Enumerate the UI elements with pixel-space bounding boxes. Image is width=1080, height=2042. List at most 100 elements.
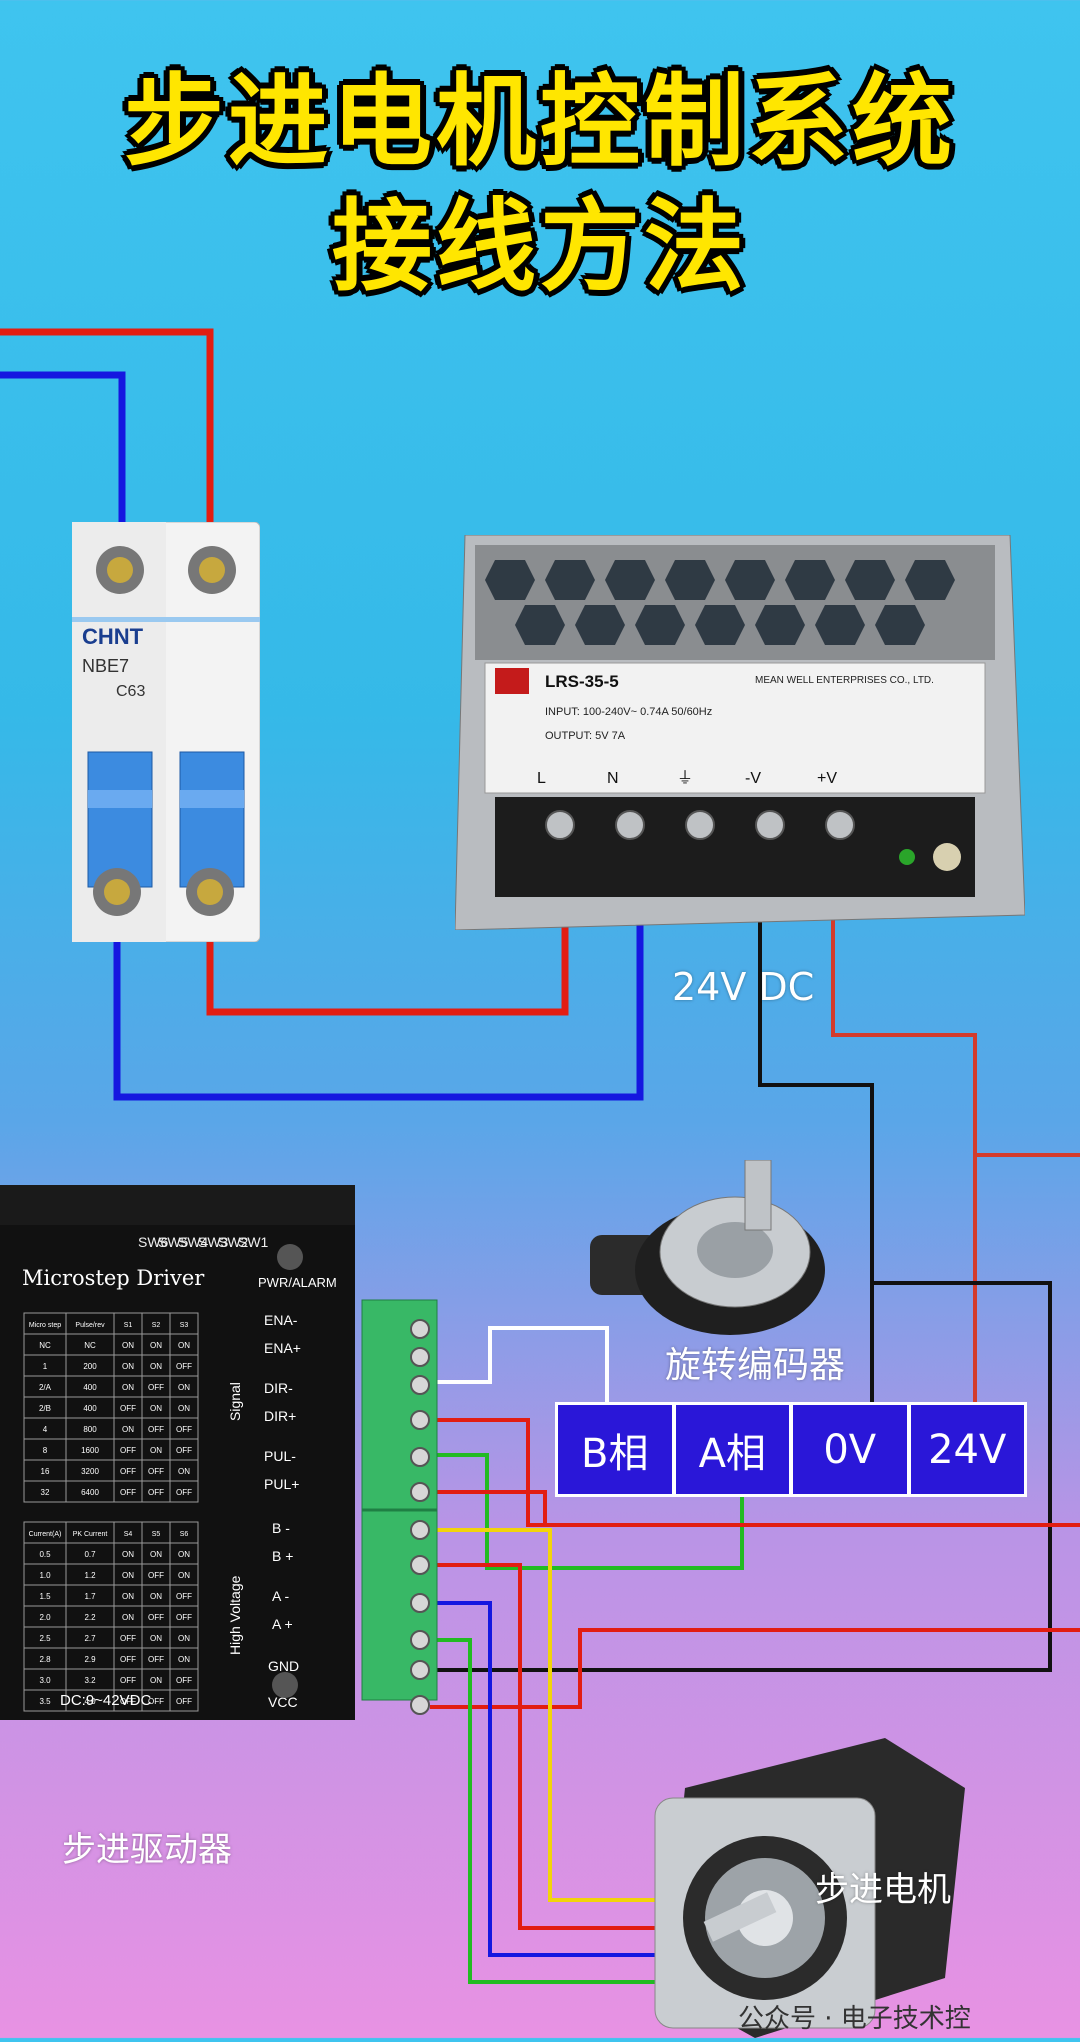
current-table-cell: 1.0 <box>39 1571 51 1580</box>
terminal-label-ena-plus: ENA+ <box>264 1340 301 1356</box>
microstep-table-cell: S2 <box>152 1322 161 1329</box>
circuit-breaker: CHNT NBE7 C63 <box>71 521 261 946</box>
current-table-cell: S6 <box>180 1531 189 1538</box>
current-table-cell: OFF <box>176 1676 192 1685</box>
psu-0v-wire <box>758 848 874 1405</box>
microstep-table-cell: ON <box>150 1446 162 1455</box>
current-table-cell: S4 <box>124 1531 133 1538</box>
psu-model: LRS-35-5 <box>545 672 619 691</box>
encoder-b-phase-cell: B相 <box>558 1405 672 1494</box>
current-table-cell: ON <box>150 1676 162 1685</box>
microstep-table-cell: 4 <box>43 1425 48 1434</box>
current-table-cell: Current(A) <box>29 1531 62 1538</box>
current-table-cell: OFF <box>120 1655 136 1664</box>
microstep-table-cell: ON <box>122 1425 134 1434</box>
current-table-cell: ON <box>178 1550 190 1559</box>
title-line-2: 接线方法 <box>332 188 748 305</box>
current-table-cell: OFF <box>120 1634 136 1643</box>
microstep-table-cell: 400 <box>83 1383 97 1392</box>
current-table-cell: OFF <box>148 1571 164 1580</box>
current-table-cell: OFF <box>148 1613 164 1622</box>
microstep-table-cell: 1 <box>43 1362 48 1371</box>
driver-label: 步进驱动器 <box>62 1830 232 1870</box>
current-table-cell: ON <box>150 1550 162 1559</box>
current-table-cell: 4.0 <box>84 1697 96 1706</box>
current-table-cell: OFF <box>120 1676 136 1685</box>
microstep-table-cell: OFF <box>176 1425 192 1434</box>
microstep-table-cell: OFF <box>148 1383 164 1392</box>
microstep-table-cell: 800 <box>83 1425 97 1434</box>
current-table-cell: OFF <box>176 1592 192 1601</box>
coil-b-plus-wire <box>430 1563 655 1930</box>
driver-dc-range: DC:9~42VDC <box>60 1692 151 1709</box>
encoder-24v-cell: 24V <box>910 1405 1024 1494</box>
driver-sw-label-4: SW4 <box>178 1234 209 1250</box>
microstep-table-cell: 2/A <box>39 1383 52 1392</box>
power-supply: LRS-35-5 MEAN WELL ENTERPRISES CO., LTD.… <box>454 534 1026 934</box>
microstep-table-cell: ON <box>122 1341 134 1350</box>
microstep-table-cell: Pulse/rev <box>75 1322 105 1329</box>
microstep-table-cell: ON <box>122 1362 134 1371</box>
current-table-cell: 1.7 <box>84 1592 96 1601</box>
encoder-a-phase-cell: A相 <box>675 1405 789 1494</box>
coil-b-minus-wire <box>430 1528 655 1902</box>
encoder-a-wire <box>430 1453 744 1570</box>
psu-input: INPUT: 100-240V~ 0.74A 50/60Hz <box>545 706 712 718</box>
microstep-table-cell: ON <box>178 1383 190 1392</box>
current-table-cell: ON <box>122 1592 134 1601</box>
microstep-table-cell: OFF <box>148 1467 164 1476</box>
current-table-cell: ON <box>178 1571 190 1580</box>
terminal-label-gnd: GND <box>268 1658 299 1674</box>
current-table-cell: PK Current <box>73 1531 108 1538</box>
terminal-label-a-minus: A - <box>272 1588 289 1604</box>
current-table-cell: OFF <box>148 1655 164 1664</box>
dc-label: 24V DC <box>672 965 815 1009</box>
microstep-table-cell: ON <box>178 1341 190 1350</box>
dir-plus-wire <box>430 1418 1080 1527</box>
microstep-table-cell: 8 <box>43 1446 48 1455</box>
driver-sw-label-3: SW3 <box>198 1234 229 1250</box>
title-line-1: 步进电机控制系统 <box>124 63 956 180</box>
terminal-label-a-plus: A + <box>272 1616 293 1632</box>
current-table-cell: OFF <box>148 1697 164 1706</box>
voltage-group-label: High Voltage <box>227 1575 243 1655</box>
microstep-table-cell: ON <box>150 1341 162 1350</box>
microstep-table-cell: ON <box>122 1383 134 1392</box>
terminal-label-dir-minus: DIR- <box>264 1380 293 1396</box>
microstep-table-cell: OFF <box>120 1467 136 1476</box>
current-table-cell: 1.2 <box>84 1571 96 1580</box>
encoder-0v-cell: 0V <box>793 1405 907 1494</box>
microstep-table-cell: Micro step <box>29 1322 61 1329</box>
breaker-model: NBE7 <box>82 656 129 676</box>
bus-0v-right-wire <box>430 1281 1052 1672</box>
breaker-live-out-wire <box>206 845 569 1016</box>
microstep-table-cell: OFF <box>120 1488 136 1497</box>
current-table-cell: ON <box>150 1592 162 1601</box>
current-table-cell: OFF <box>176 1613 192 1622</box>
microstep-table-cell: 200 <box>83 1362 97 1371</box>
microstep-table-cell: OFF <box>176 1488 192 1497</box>
microstep-table-cell: OFF <box>120 1404 136 1413</box>
driver-sw-label-2: SW2 <box>218 1234 249 1250</box>
rotary-encoder <box>590 1159 845 1344</box>
terminal-label-dir-plus: DIR+ <box>264 1408 296 1424</box>
microstep-table-cell: ON <box>178 1404 190 1413</box>
current-table-cell: 3.0 <box>39 1676 51 1685</box>
psu-terminal-label-l: L <box>537 770 546 787</box>
microstep-table-cell: ON <box>150 1362 162 1371</box>
current-table-cell: 0.7 <box>84 1550 96 1559</box>
watermark: 公众号 · 电子技术控 <box>738 2004 971 2034</box>
terminal-label-ena-minus: ENA- <box>264 1312 298 1328</box>
current-table-cell: ON <box>122 1613 134 1622</box>
microstep-table-cell: 3200 <box>81 1467 99 1476</box>
psu-24v-wire <box>831 848 977 1405</box>
current-table-cell: ON <box>178 1655 190 1664</box>
driver-sw-label-5: SW5 <box>158 1234 189 1250</box>
mains-live-wire <box>0 328 214 566</box>
microstep-table-cell: 1600 <box>81 1446 99 1455</box>
current-table-cell: 0.5 <box>39 1550 51 1559</box>
terminal-label-pul-plus: PUL+ <box>264 1476 299 1492</box>
microstep-table-cell: S3 <box>180 1322 189 1329</box>
